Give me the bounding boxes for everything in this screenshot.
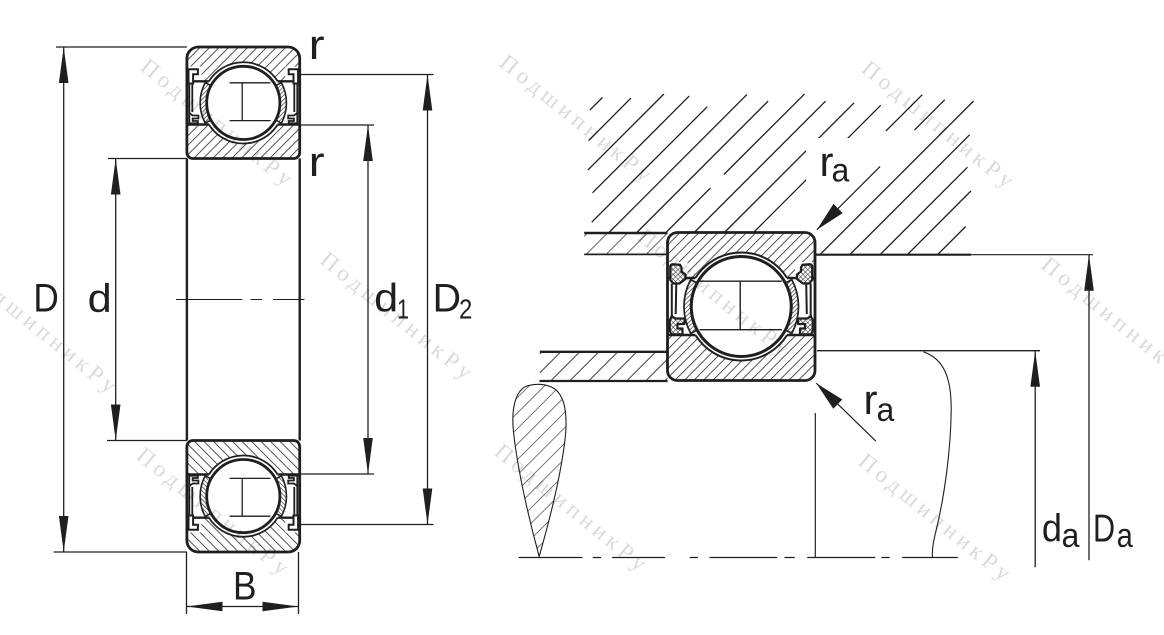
svg-text:D: D bbox=[1093, 508, 1115, 551]
svg-text:1: 1 bbox=[397, 294, 409, 325]
svg-text:r: r bbox=[309, 138, 325, 185]
svg-text:d: d bbox=[88, 277, 112, 321]
svg-text:d: d bbox=[374, 277, 398, 321]
svg-text:a: a bbox=[1117, 517, 1133, 555]
svg-text:d: d bbox=[1042, 508, 1062, 551]
svg-text:r: r bbox=[864, 376, 878, 423]
svg-text:B: B bbox=[233, 565, 257, 609]
svg-text:r: r bbox=[820, 138, 834, 185]
svg-text:D: D bbox=[433, 276, 461, 320]
svg-text:r: r bbox=[309, 21, 325, 68]
svg-text:a: a bbox=[877, 391, 895, 428]
svg-text:a: a bbox=[832, 152, 850, 189]
svg-text:a: a bbox=[1062, 517, 1080, 555]
svg-text:D: D bbox=[33, 277, 58, 321]
svg-text:2: 2 bbox=[459, 294, 472, 325]
